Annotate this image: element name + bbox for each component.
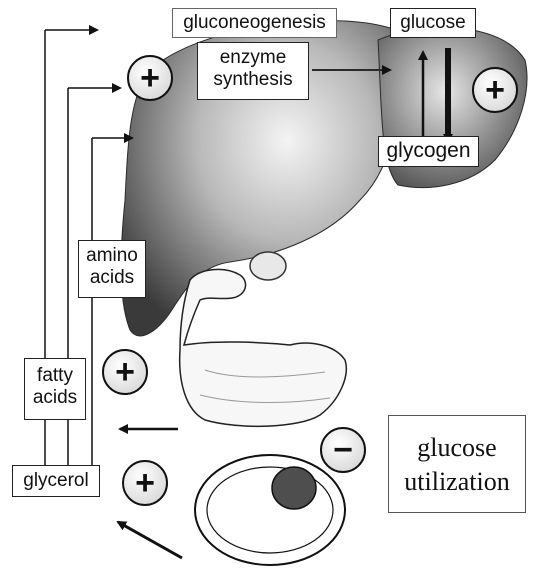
label-fatty-acids: fatty acids xyxy=(24,358,86,420)
svg-text:−: − xyxy=(333,431,353,469)
plus-sign-adipocyte: + xyxy=(123,461,167,505)
gallbladder xyxy=(250,252,286,280)
label-amino-acids: amino acids xyxy=(78,240,146,298)
plus-sign-gluconeogenesis: + xyxy=(128,56,172,100)
svg-text:+: + xyxy=(140,59,160,97)
svg-text:+: + xyxy=(135,464,155,502)
svg-text:+: + xyxy=(485,71,505,109)
label-gluconeogenesis: gluconeogenesis xyxy=(172,8,337,38)
label-enzyme-synthesis: enzyme synthesis xyxy=(197,42,309,100)
svg-text:+: + xyxy=(115,353,135,391)
adipocyte-nucleus xyxy=(272,467,316,509)
label-glucose-utilization: glucose utilization xyxy=(388,415,526,513)
plus-sign-muscle: + xyxy=(103,350,147,394)
label-glucose: glucose xyxy=(390,8,476,38)
arrow-from-adipocyte xyxy=(118,522,182,558)
label-glycerol: glycerol xyxy=(12,465,100,497)
minus-sign-glucose-utilization: − xyxy=(321,428,365,472)
label-glycogen: glycogen xyxy=(378,136,479,167)
adipocyte-cell xyxy=(195,455,345,565)
plus-sign-glycogen: + xyxy=(473,68,517,112)
